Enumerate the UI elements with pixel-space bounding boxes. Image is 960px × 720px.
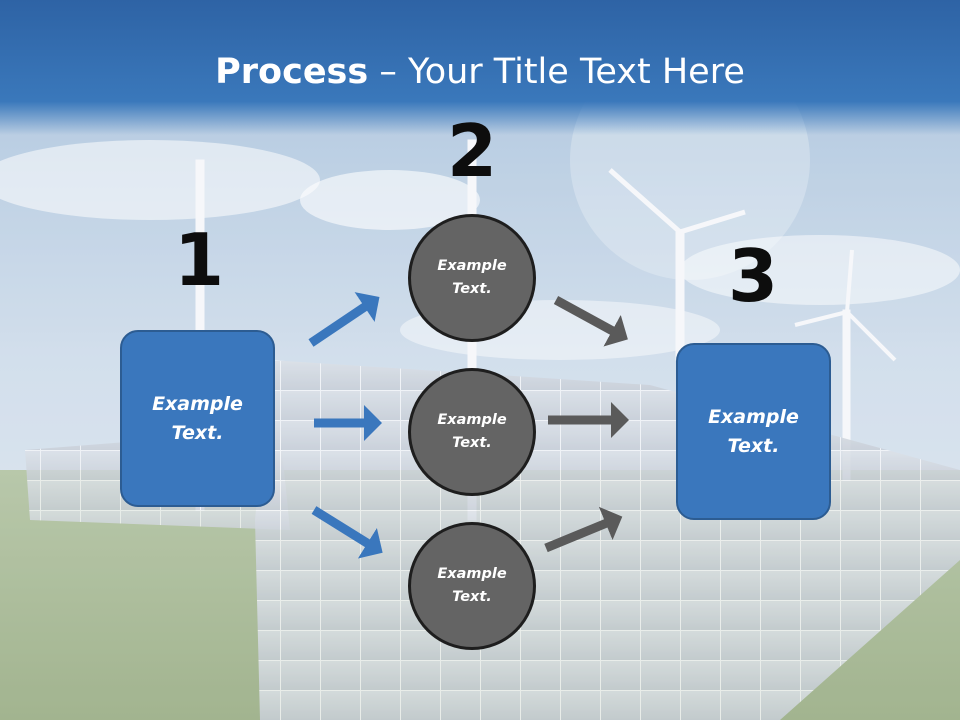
box-step-3-line2: Text. — [727, 434, 780, 457]
circle-middle-line2: Text. — [452, 435, 492, 451]
arrow-gray-down — [553, 296, 628, 347]
arrow-blue-down — [311, 506, 383, 559]
arrow-gray-up — [544, 506, 623, 553]
step-number-3: 3 — [727, 234, 779, 318]
slide-title: Process – Your Title Text Here — [0, 52, 960, 92]
circle-middle-line1: Example — [437, 411, 507, 428]
circle-top-line2: Text. — [452, 281, 492, 297]
step-number-2: 2 — [446, 109, 498, 193]
title-bar — [0, 0, 960, 135]
arrow-blue-up — [308, 292, 380, 347]
circle-bottom-line1: Example — [437, 565, 507, 582]
box-step-3-line1: Example — [708, 406, 799, 428]
step-number-1: 1 — [173, 218, 225, 302]
circle-bottom-line2: Text. — [452, 589, 492, 605]
title-bold: Process — [215, 52, 369, 92]
title-rest: – Your Title Text Here — [368, 52, 745, 92]
box-step-1-line2: Text. — [171, 421, 224, 444]
circle-top-line1: Example — [437, 257, 507, 274]
box-step-1-line1: Example — [152, 393, 243, 415]
